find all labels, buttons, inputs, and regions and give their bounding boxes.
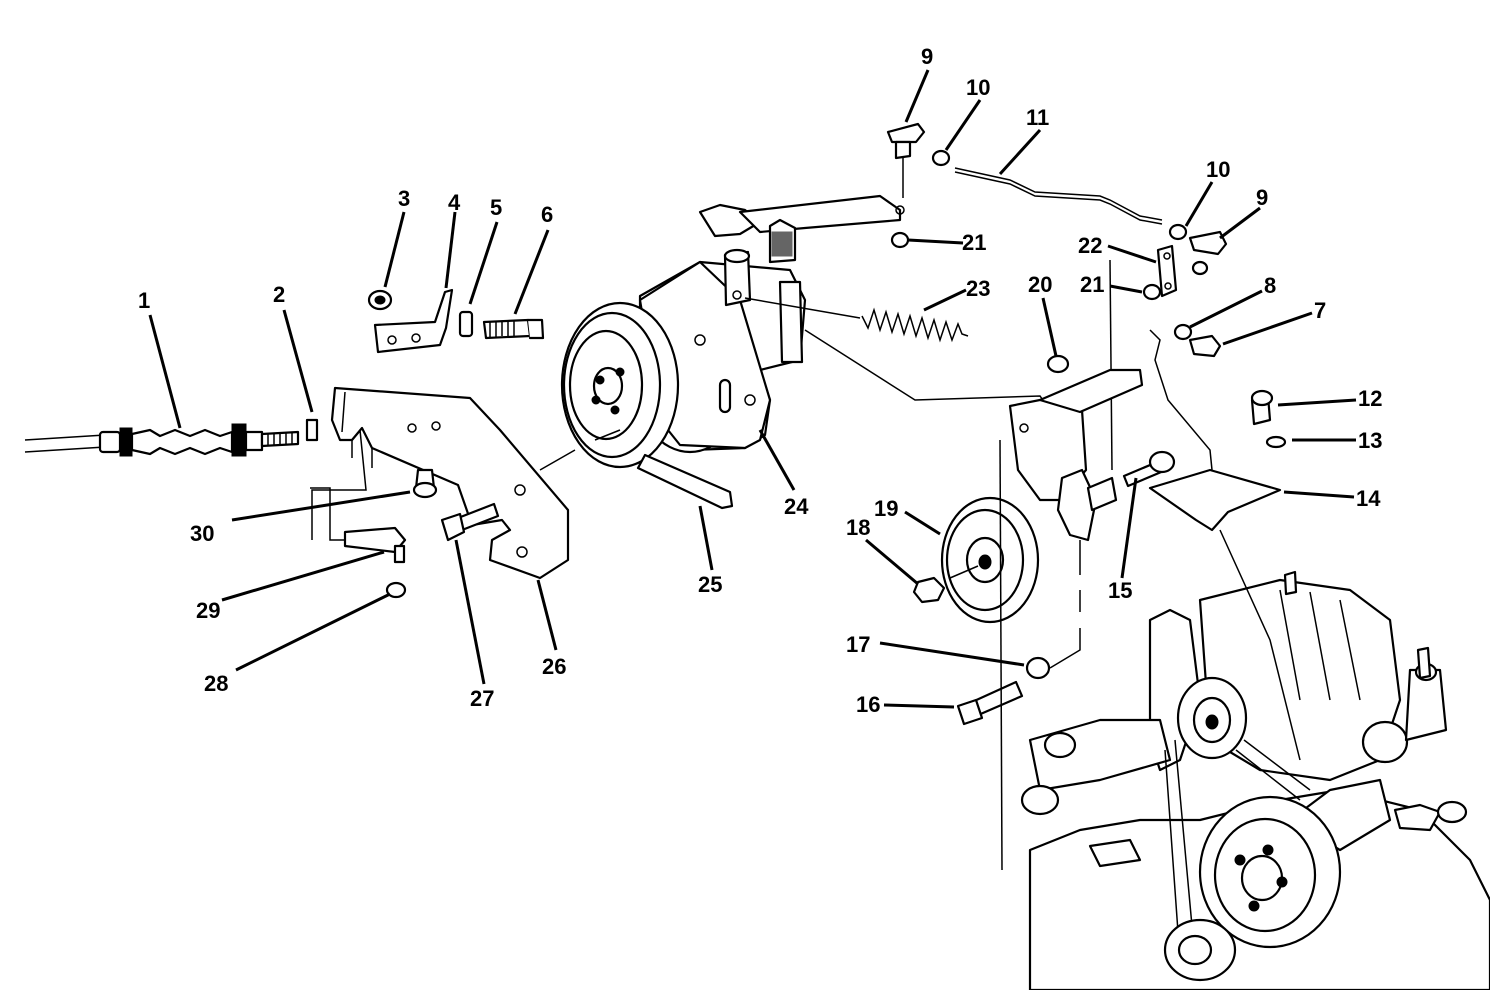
callout-21b: 21 — [1080, 272, 1104, 297]
callout-22: 22 — [1078, 233, 1102, 258]
tension-spring — [744, 297, 969, 343]
callout-7: 7 — [1314, 298, 1326, 323]
callout-24: 24 — [784, 494, 809, 519]
callout-14: 14 — [1356, 486, 1381, 511]
callout-15: 15 — [1108, 578, 1132, 603]
callout-13: 13 — [1358, 428, 1382, 453]
bolt-27 — [440, 502, 500, 542]
callout-27: 27 — [470, 686, 494, 711]
locknut-28 — [385, 581, 407, 599]
callout-21a: 21 — [962, 230, 986, 255]
callout-labels: 1 2 3 4 5 6 7 8 9 9 10 10 11 12 13 14 15… — [138, 44, 1382, 717]
idler-bracket — [1008, 259, 1287, 542]
callout-8: 8 — [1264, 273, 1276, 298]
mounting-plate — [330, 386, 570, 580]
engine-block — [999, 439, 1490, 990]
callout-9a: 9 — [921, 44, 933, 69]
callout-28: 28 — [204, 671, 228, 696]
callout-20: 20 — [1028, 272, 1052, 297]
centerlines — [310, 429, 1301, 761]
callout-25: 25 — [698, 572, 722, 597]
pump-assembly — [560, 194, 1051, 469]
callout-18: 18 — [846, 515, 870, 540]
callout-12: 12 — [1358, 386, 1382, 411]
linkage-rod — [886, 122, 1228, 358]
idler-pulley — [912, 496, 1040, 624]
callout-4: 4 — [448, 190, 461, 215]
callout-23: 23 — [966, 276, 990, 301]
callout-10a: 10 — [966, 75, 990, 100]
leader-lines — [148, 69, 1357, 709]
callout-5: 5 — [490, 195, 502, 220]
callout-26: 26 — [542, 654, 566, 679]
nut-20 — [1046, 354, 1070, 374]
callout-17: 17 — [846, 632, 870, 657]
throttle-cable — [24, 423, 300, 457]
callout-6: 6 — [541, 202, 553, 227]
bolt-16 — [956, 680, 1024, 726]
callout-1: 1 — [138, 288, 150, 313]
cable-washer — [305, 418, 319, 442]
callout-30: 30 — [190, 521, 214, 546]
callout-29: 29 — [196, 598, 220, 623]
callout-10b: 10 — [1206, 157, 1230, 182]
washer-17 — [1025, 656, 1051, 680]
callout-19: 19 — [874, 496, 898, 521]
lever-bracket — [367, 288, 545, 354]
callout-11: 11 — [1026, 105, 1049, 130]
callout-16: 16 — [856, 692, 880, 717]
drive-key — [636, 453, 734, 510]
callout-9b: 9 — [1256, 185, 1268, 210]
ball-joint-29 — [343, 526, 407, 564]
cap-screw-30 — [412, 468, 438, 499]
callout-3: 3 — [398, 186, 410, 211]
callout-2: 2 — [273, 282, 285, 307]
